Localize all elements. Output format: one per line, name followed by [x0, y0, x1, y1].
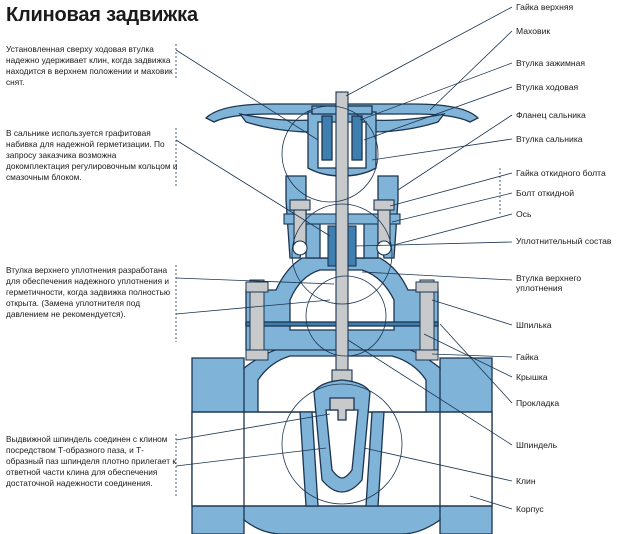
label-leader-lines — [345, 6, 513, 510]
handwheel — [204, 103, 480, 177]
note-stem-wedge-connection: Выдвижной шпиндель соединен с клином пос… — [6, 434, 176, 488]
label-backseat-bushing: Втулка верхнего уплотнения — [516, 273, 582, 293]
label-packing: Уплотнительный состав — [516, 236, 612, 246]
label-running-sleeve: Втулка ходовая — [516, 82, 579, 92]
label-handwheel: Маховик — [516, 26, 551, 36]
note-running-sleeve: Установленная сверху ходовая втулка наде… — [6, 44, 173, 87]
detail-circles — [281, 105, 403, 505]
label-clamp-sleeve: Втулка зажимная — [516, 58, 586, 68]
label-stem: Шпиндель — [516, 440, 558, 450]
flange-studs — [245, 279, 439, 361]
valve-wedge — [313, 379, 371, 493]
note-backseat-bushing: Втулка верхнего уплотнения разра­ботана … — [6, 265, 171, 319]
label-nut: Гайка — [516, 352, 539, 362]
diagram-title: Клиновая задвижка — [6, 4, 198, 26]
label-eyebolt: Болт откидной — [516, 188, 574, 198]
label-gland-flange: Фланец сальника — [516, 110, 586, 120]
label-gasket: Прокладка — [516, 398, 560, 408]
label-wedge: Клин — [516, 476, 536, 486]
label-axle: Ось — [516, 209, 532, 219]
label-gland-sleeve: Втулка сальника — [516, 134, 583, 144]
note-leader-lines — [175, 44, 335, 496]
note-stuffing-box: В сальнике используется графитовая набив… — [6, 128, 178, 182]
label-stud: Шпилька — [516, 320, 552, 330]
label-top-nut: Гайка верхняя — [516, 2, 574, 12]
label-eyebolt-nut: Гайка откидного болта — [516, 168, 606, 178]
label-body: Корпус — [516, 504, 544, 514]
label-bonnet: Крышка — [516, 372, 548, 382]
